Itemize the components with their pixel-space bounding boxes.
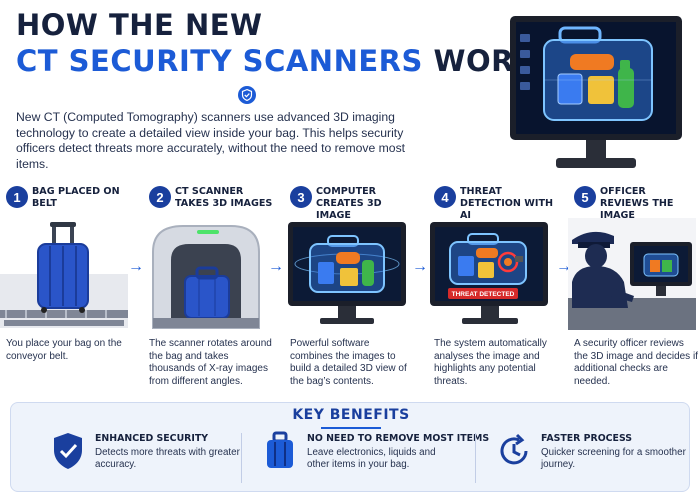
benefit-2-description: Leave electronics, liquids and other ite… xyxy=(307,447,436,471)
page-title-highlight: CT SECURITY SCANNERS xyxy=(16,44,423,78)
key-benefits-underline xyxy=(321,427,381,429)
benefit-divider xyxy=(475,433,476,483)
suitcase-icon xyxy=(267,431,293,468)
3d-bag-monitor-icon xyxy=(288,222,406,324)
threat-monitor-icon xyxy=(430,222,548,324)
step-3-title: Computer creates 3D image xyxy=(316,186,382,221)
step-4: 4 Threat detection with AI THREAT DETECT… xyxy=(428,176,556,392)
step-5-description: A security officer reviews the 3D image … xyxy=(574,338,698,387)
benefit-3-title: FASTER PROCESS xyxy=(541,433,633,444)
step-5-title: Officer reviews the image xyxy=(600,186,674,221)
key-benefits-title: KEY BENEFITS xyxy=(292,407,410,423)
step-3: 3 Computer creates 3D image Powerful sof… xyxy=(284,176,412,392)
step-3-number: 3 xyxy=(290,186,312,208)
monitor-toolbar-icons xyxy=(520,34,530,90)
benefit-faster-process: FASTER PROCESS Quicker screening for a s… xyxy=(497,431,687,487)
intro-paragraph: New CT (Computed Tomography) scanners us… xyxy=(16,110,406,171)
key-benefits-panel: KEY BENEFITS ENHANCED SECURITY Detects m… xyxy=(10,402,690,492)
suitcase-on-conveyor-icon xyxy=(0,222,128,328)
step-5: 5 Officer reviews the image A security o… xyxy=(568,176,698,392)
shield-check-icon xyxy=(54,433,82,469)
step-1: 1 Bag placed on belt You place your bag … xyxy=(0,176,128,392)
step-2-title: CT scanner takes 3D images xyxy=(175,186,273,209)
clock-arrow-icon xyxy=(500,433,528,465)
arrow-right-icon: → xyxy=(268,258,284,275)
step-5-number: 5 xyxy=(574,186,596,208)
step-2-description: The scanner rotates around the bag and t… xyxy=(149,338,272,387)
officer-at-monitor-icon xyxy=(568,218,696,330)
benefit-enhanced-security: ENHANCED SECURITY Detects more threats w… xyxy=(51,431,251,487)
step-4-title: Threat detection with AI xyxy=(460,186,554,221)
arrow-right-icon: → xyxy=(412,258,428,275)
step-2-number: 2 xyxy=(149,186,171,208)
ct-scanner-icon xyxy=(152,225,260,329)
step-2: 2 CT scanner takes 3D images The scanner… xyxy=(143,176,273,392)
shield-check-badge-icon xyxy=(238,86,256,104)
arrow-right-icon: → xyxy=(128,258,144,275)
step-4-description: The system automatically analyses the im… xyxy=(434,338,547,387)
benefit-divider xyxy=(241,433,242,483)
benefit-3-description: Quicker screening for a smoother journey… xyxy=(541,447,686,471)
benefit-1-title: ENHANCED SECURITY xyxy=(95,433,209,444)
page-title-line-1: HOW THE NEW xyxy=(16,8,263,42)
step-4-number: 4 xyxy=(434,186,456,208)
step-3-description: Powerful software combines the images to… xyxy=(290,338,407,387)
page-title-line-2: CT SECURITY SCANNERS WORK? xyxy=(16,44,554,78)
benefit-no-removal: NO NEED TO REMOVE MOST ITEMS Leave elect… xyxy=(263,431,489,487)
step-1-title: Bag placed on belt xyxy=(32,186,120,209)
step-1-description: You place your bag on the conveyor belt. xyxy=(6,338,122,362)
threat-detected-label: THREAT DETECTED xyxy=(451,291,515,298)
step-1-number: 1 xyxy=(6,186,28,208)
steps-band: 1 Bag placed on belt You place your bag … xyxy=(0,176,700,392)
ct-monitor-illustration xyxy=(510,16,682,168)
benefit-2-title: NO NEED TO REMOVE MOST ITEMS xyxy=(307,433,490,444)
benefit-1-description: Detects more threats with greater accura… xyxy=(95,447,240,471)
